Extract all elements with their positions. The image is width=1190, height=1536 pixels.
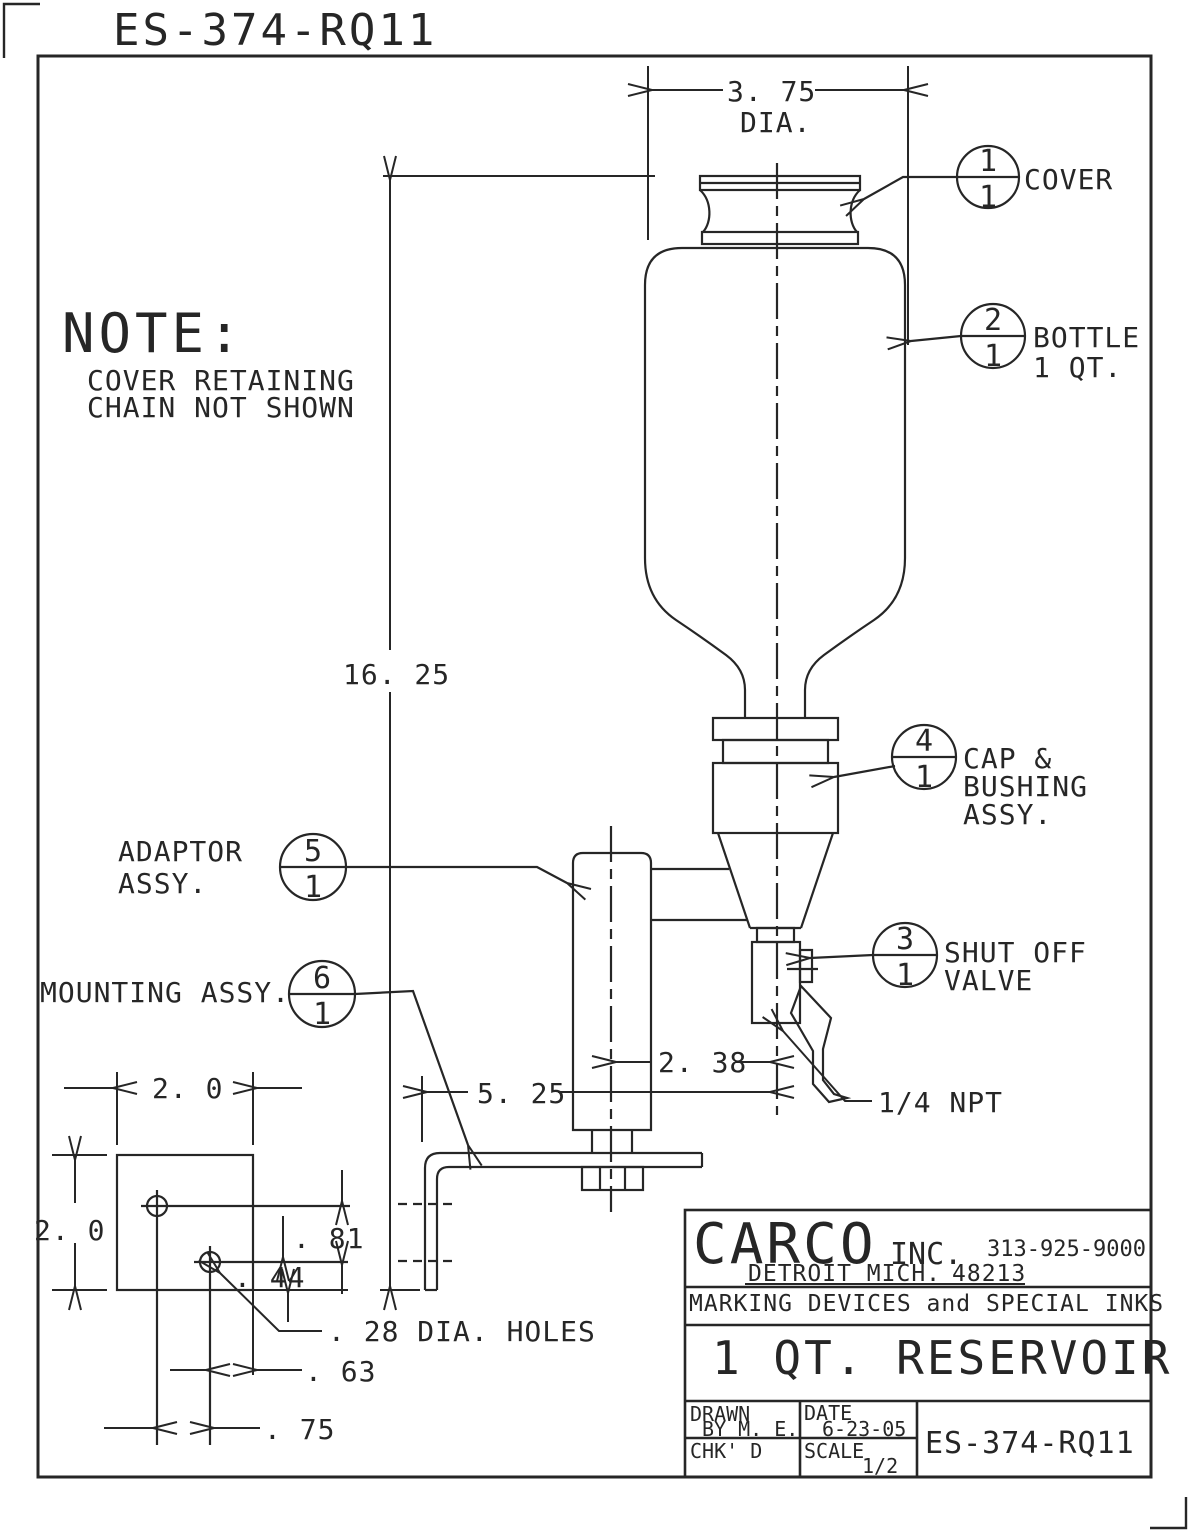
dim-hole-drop-lower-text: . 44 bbox=[234, 1261, 305, 1294]
corner-tick-top-left bbox=[2, 2, 40, 58]
balloon-5-qty: 1 bbox=[304, 870, 322, 905]
corner-tick-bottom-right bbox=[1150, 1497, 1188, 1530]
drawing-code-header: ES-374-RQ11 bbox=[113, 5, 437, 56]
balloon-6-label: MOUNTING ASSY. bbox=[40, 976, 290, 1009]
balloon-6 bbox=[287, 959, 483, 1170]
dim-overall-height bbox=[380, 155, 655, 1311]
note-line-2: CHAIN NOT SHOWN bbox=[87, 391, 355, 424]
dim-plate-height bbox=[52, 1135, 107, 1311]
bottle-outline bbox=[643, 246, 907, 718]
drawn-by: BY M. E. bbox=[702, 1417, 798, 1441]
balloon-4 bbox=[809, 723, 958, 791]
balloon-2-qty: 1 bbox=[984, 339, 1002, 374]
balloon-1-qty: 1 bbox=[979, 180, 997, 215]
dimensions bbox=[52, 66, 929, 1435]
balloon-1 bbox=[839, 144, 1021, 217]
balloon-1-num: 1 bbox=[979, 144, 997, 179]
npt-leader bbox=[762, 1008, 872, 1102]
scale-value: 1/2 bbox=[862, 1454, 898, 1478]
balloon-4-num: 4 bbox=[915, 724, 933, 759]
company-phone: 313-925-9000 bbox=[987, 1237, 1146, 1262]
balloon-4-label-1: CAP & bbox=[963, 742, 1052, 775]
dim-dia-suffix-text: DIA. bbox=[740, 106, 811, 139]
adaptor-assembly bbox=[571, 826, 747, 1212]
shut-off-valve bbox=[750, 940, 852, 1104]
valve-handle bbox=[789, 983, 852, 1104]
balloon-2 bbox=[886, 302, 1027, 370]
drawn-label: DRAWN bbox=[690, 1402, 750, 1426]
balloon-5-label-1: ADAPTOR bbox=[118, 835, 243, 868]
dim-hole-to-edge-text: . 63 bbox=[305, 1355, 376, 1388]
chkd-label: CHK' D bbox=[690, 1439, 762, 1463]
drawing-number: ES-374-RQ11 bbox=[925, 1426, 1135, 1461]
dim-bracket-reach bbox=[402, 1076, 795, 1142]
dim-height-text: 16. 25 bbox=[343, 658, 450, 691]
balloon-texts: 1 1 COVER 2 1 BOTTLE 1 QT. 3 1 SHUT OFF … bbox=[40, 144, 1140, 1032]
date-label: DATE bbox=[804, 1401, 852, 1425]
balloon-3-num: 3 bbox=[896, 922, 914, 957]
company-zip: 48213 bbox=[952, 1261, 1026, 1287]
balloon-3-qty: 1 bbox=[896, 958, 914, 993]
dim-hole-drop-upper-text: . 81 bbox=[293, 1222, 364, 1255]
balloon-4-label-3: ASSY. bbox=[963, 798, 1052, 831]
dim-reach-text: 5. 25 bbox=[477, 1077, 566, 1110]
company-suffix: INC. bbox=[890, 1237, 962, 1272]
dim-plate-width bbox=[64, 1072, 302, 1145]
note-heading: NOTE: bbox=[62, 302, 245, 365]
title-block bbox=[683, 1208, 1153, 1479]
balloon-3-label-1: SHUT OFF bbox=[944, 936, 1087, 969]
cap-bushing-assembly bbox=[711, 716, 840, 944]
dim-hole-drop-lower bbox=[253, 1216, 348, 1322]
balloon-4-label-2: BUSHING bbox=[963, 770, 1088, 803]
dim-plate-height-text: 2. 0 bbox=[34, 1214, 105, 1247]
npt-text: 1/4 NPT bbox=[878, 1086, 1003, 1119]
balloon-3 bbox=[785, 921, 939, 989]
balloon-5-label-2: ASSY. bbox=[118, 867, 207, 900]
note-block: NOTE: COVER RETAINING CHAIN NOT SHOWN bbox=[62, 302, 355, 424]
valve-outlet bbox=[798, 948, 814, 984]
dim-plate-width-text: 2. 0 bbox=[152, 1072, 223, 1105]
company-address: DETROIT MICH. bbox=[748, 1261, 941, 1287]
balloon-5-num: 5 bbox=[304, 834, 322, 869]
note-line-1: COVER RETAINING bbox=[87, 364, 355, 397]
balloon-3-label-2: VALVE bbox=[944, 964, 1033, 997]
hole-note-text: . 28 DIA. HOLES bbox=[328, 1315, 596, 1348]
balloon-2-num: 2 bbox=[984, 303, 1002, 338]
balloon-1-label: COVER bbox=[1024, 163, 1113, 196]
mounting-plate-face bbox=[115, 1153, 350, 1445]
mounting-bracket-side bbox=[398, 1151, 704, 1292]
date-value: 6-23-05 bbox=[822, 1417, 906, 1441]
balloon-6-qty: 1 bbox=[313, 997, 331, 1032]
dimension-labels: 3. 75 DIA. 16. 25 2. 38 5. 25 2. 0 2. 0 … bbox=[34, 75, 1003, 1446]
balloon-5 bbox=[278, 832, 592, 902]
dim-hole-spacing-text: . 75 bbox=[264, 1413, 335, 1446]
company-tagline: MARKING DEVICES and SPECIAL INKS bbox=[689, 1291, 1164, 1317]
dim-hole-to-edge bbox=[170, 1282, 302, 1377]
dim-offset-text: 2. 38 bbox=[658, 1046, 747, 1079]
part-name: 1 QT. RESERVOIR bbox=[712, 1331, 1172, 1385]
scale-label: SCALE bbox=[804, 1439, 864, 1463]
balloon-4-qty: 1 bbox=[915, 760, 933, 795]
dim-diameter bbox=[627, 66, 929, 345]
hex-nut bbox=[580, 1165, 645, 1192]
balloon-2-label-1: BOTTLE bbox=[1033, 321, 1140, 354]
balloon-6-num: 6 bbox=[313, 961, 331, 996]
company-name: CARCO bbox=[693, 1212, 877, 1277]
drawing-border bbox=[36, 54, 1153, 1479]
hole-note-leader bbox=[198, 1251, 322, 1332]
dim-dia-text: 3. 75 bbox=[727, 75, 816, 108]
cover bbox=[698, 174, 862, 246]
balloon-2-label-2: 1 QT. bbox=[1033, 351, 1122, 384]
title-block-texts: CARCO INC. 313-925-9000 DETROIT MICH. 48… bbox=[689, 1212, 1172, 1478]
balloon-callouts bbox=[278, 144, 1027, 1170]
